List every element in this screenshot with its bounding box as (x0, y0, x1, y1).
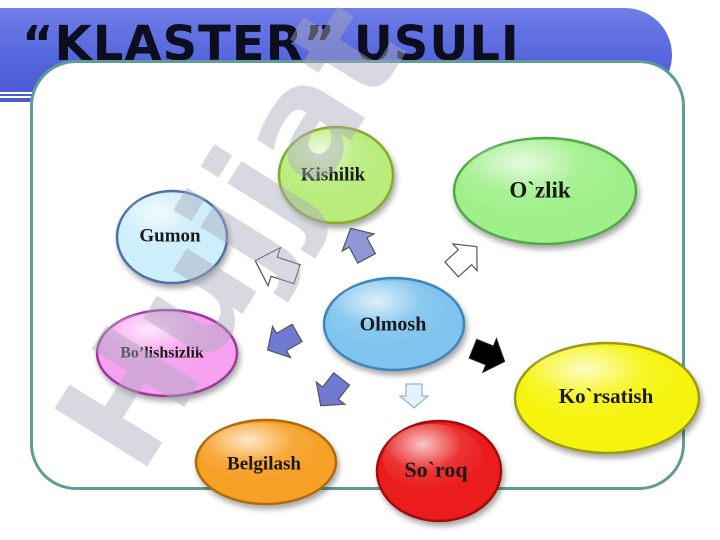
watermark: Hujjat 24 (23, 0, 578, 497)
node-gloss (383, 424, 483, 492)
node-gumon: Gumon (115, 189, 229, 285)
arrow-to-korsatish (468, 337, 506, 374)
node-label-belgilash: Belgilash (227, 453, 301, 474)
node-belgilash: Belgilash (194, 418, 338, 506)
node-label-bolishsizlik: Bo’lishsizlik (120, 345, 204, 362)
node-label-soroq: So`roq (404, 457, 468, 482)
arrow-to-gumon (254, 246, 301, 288)
node-label-korsatish: Ko`rsatish (559, 384, 654, 408)
node-label-center: Olmosh (360, 314, 427, 336)
node-label-kishilik: Kishilik (301, 164, 366, 185)
arrow-to-bolishsizlik (266, 323, 303, 359)
node-gloss (330, 281, 446, 347)
node-center: Olmosh (322, 276, 466, 372)
nodes-layer: Olmosh Kishilik O`zlik Gumon Bo’lishsizl… (95, 125, 701, 523)
node-ozlik: O`zlik (452, 136, 638, 246)
node-label-gumon: Gumon (139, 225, 201, 246)
node-gloss (524, 346, 676, 422)
node-gloss (284, 130, 376, 198)
node-soroq: So`roq (375, 419, 503, 523)
node-bolishsizlik: Bo’lishsizlik (95, 308, 239, 398)
node-gloss (202, 423, 318, 481)
node-korsatish: Ko`rsatish (513, 341, 701, 455)
arrow-to-soroq (398, 383, 430, 409)
node-label-ozlik: O`zlik (509, 177, 571, 202)
arrows-layer (254, 227, 506, 409)
node-gloss (462, 140, 614, 216)
node-gloss (102, 312, 218, 372)
node-kishilik: Kishilik (277, 125, 395, 225)
arrow-to-belgilash (315, 371, 351, 407)
arrow-to-ozlik (444, 243, 478, 278)
node-gloss (122, 194, 210, 258)
arrow-to-kishilik (341, 227, 377, 264)
